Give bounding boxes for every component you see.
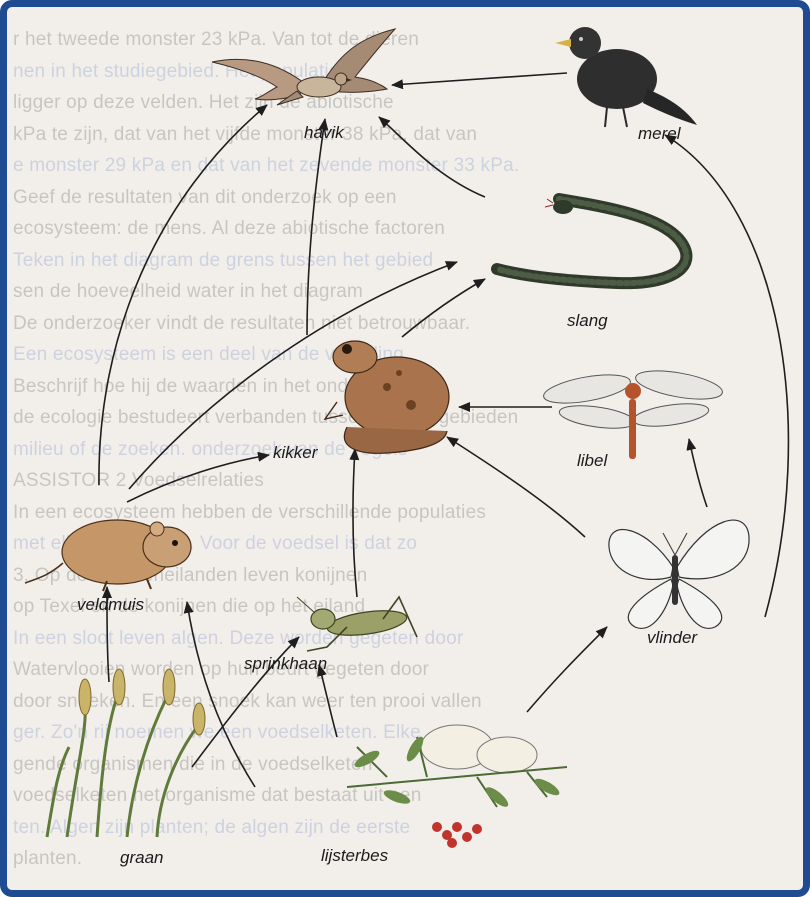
arrow-sprinkhaan-kikker xyxy=(353,449,357,597)
label-graan: graan xyxy=(120,848,163,868)
snake-illustration xyxy=(497,199,686,283)
label-merel: merel xyxy=(638,124,681,144)
grain-illustration xyxy=(47,697,197,837)
frog-illustration xyxy=(325,341,449,453)
grain-ears xyxy=(79,669,205,735)
arrow-vlinder-libel xyxy=(689,439,707,507)
grasshopper-illustration xyxy=(297,597,417,651)
vole-illustration xyxy=(25,520,191,591)
arrow-vlinder-kikker xyxy=(447,437,585,537)
label-lijsterbes: lijsterbes xyxy=(321,846,388,866)
label-sprinkhaan: sprinkhaan xyxy=(244,654,327,674)
blackbird-illustration xyxy=(555,27,697,127)
hawk-illustration xyxy=(212,29,395,105)
arrow-lijsterbes-sprinkhaan xyxy=(319,665,337,737)
label-havik: havik xyxy=(304,123,344,143)
rowan-illustration xyxy=(347,725,567,848)
label-vlinder: vlinder xyxy=(647,628,697,648)
food-arrows xyxy=(99,73,788,787)
food-web-diagram xyxy=(7,7,803,890)
label-libel: libel xyxy=(577,451,607,471)
arrow-graan-kikker-link xyxy=(127,455,269,502)
label-veldmuis: veldmuis xyxy=(77,595,144,615)
butterfly-illustration xyxy=(609,520,749,628)
arrow-slang-havik xyxy=(379,117,485,197)
arrow-kikker-slang xyxy=(402,279,485,337)
arrow-kikker-havik xyxy=(307,119,325,335)
arrow-lijsterbes-vlinder xyxy=(527,627,607,712)
label-kikker: kikker xyxy=(273,443,317,463)
dragonfly-illustration xyxy=(542,366,725,459)
arrow-merel-havik xyxy=(392,73,567,85)
label-slang: slang xyxy=(567,311,608,331)
arrow-veldmuis-havik xyxy=(99,105,267,485)
